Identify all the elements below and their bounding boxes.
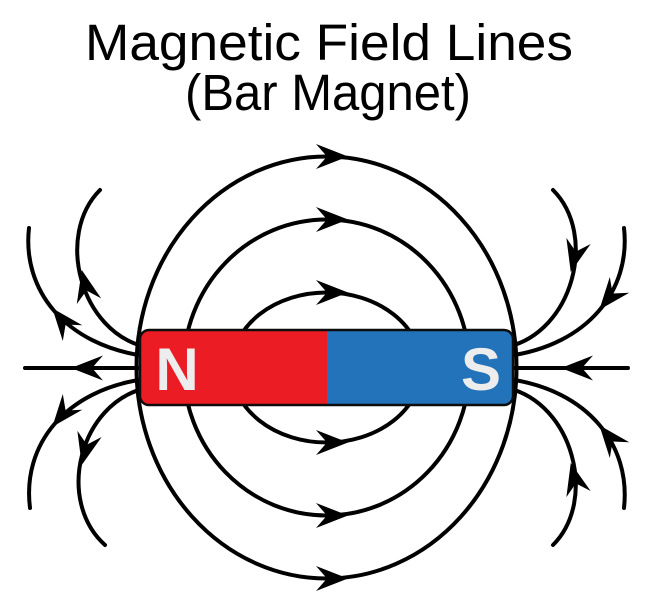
north-pole-label: N — [155, 336, 198, 403]
south-pole-label: S — [461, 336, 501, 403]
field-line-south-upper-outer — [506, 226, 627, 358]
diagram-title-line2: (Bar Magnet) — [185, 64, 471, 121]
diagram-title-line1: Magnetic Field Lines — [85, 14, 573, 71]
north-pole — [140, 330, 327, 405]
south-pole — [327, 330, 513, 405]
magnet-outline — [138, 328, 515, 407]
bar-magnet: N S — [138, 328, 515, 407]
field-line-south-lower-inner — [505, 386, 578, 547]
field-line-south-upper-inner — [505, 188, 578, 349]
field-line-south-lower-outer — [506, 377, 627, 510]
